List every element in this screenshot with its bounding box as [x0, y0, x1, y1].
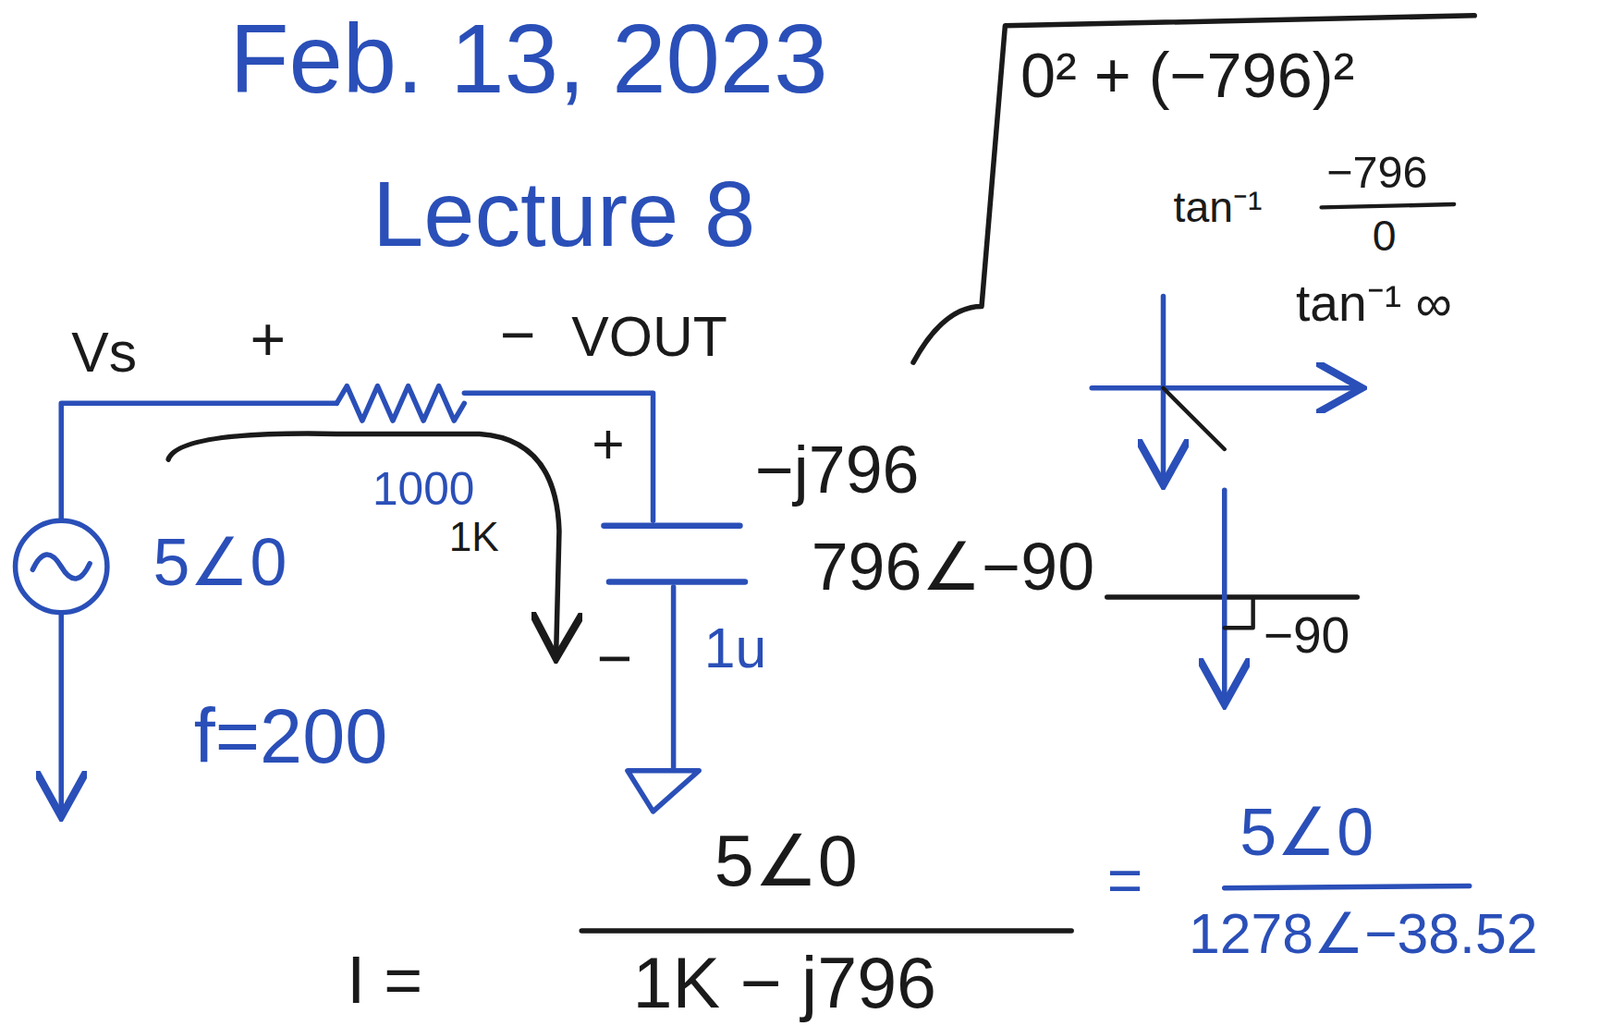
note-text: + — [249, 305, 286, 374]
wire — [671, 586, 677, 768]
note-text: 796∠−90 — [811, 530, 1095, 604]
note-text: −796 — [1326, 147, 1428, 197]
sine-wave — [32, 554, 90, 579]
right-angle-mark — [1224, 598, 1254, 628]
ground-symbol — [627, 770, 699, 812]
fraction-bar — [581, 928, 1072, 934]
note-text: 0 — [1372, 212, 1397, 260]
note-text: 5∠0 — [153, 525, 288, 599]
note-text: f=200 — [194, 694, 388, 779]
note-text: tan⁻¹ — [1173, 183, 1263, 232]
note-text: = — [1107, 846, 1144, 915]
wire — [464, 392, 653, 521]
wire — [58, 612, 64, 812]
note-text: − — [597, 624, 634, 693]
note-text: Vs — [71, 321, 137, 384]
resistor-symbol — [336, 386, 465, 422]
axis-line — [1091, 385, 1357, 391]
note-text: + — [591, 413, 624, 476]
note-text: VOUT — [571, 305, 728, 368]
note-text: tan⁻¹ ∞ — [1295, 275, 1453, 332]
note-text: 1K − j796 — [632, 943, 937, 1023]
axis-line — [1221, 489, 1228, 699]
fraction-bar — [1321, 204, 1455, 208]
capacitor-plate — [604, 522, 741, 529]
source-symbol — [15, 520, 108, 612]
note-text: 1K — [449, 514, 500, 561]
note-text: 5∠0 — [1239, 795, 1374, 869]
note-text: I = — [346, 943, 423, 1017]
note-text: 0² + (−796)² — [1020, 40, 1355, 110]
note-text: Lecture 8 — [372, 163, 756, 265]
note-text: Feb. 13, 2023 — [229, 5, 828, 112]
note-text: −j796 — [755, 433, 920, 507]
note-text: 1000 — [372, 464, 475, 515]
axis-line — [1107, 594, 1357, 600]
note-text: 1278∠−38.52 — [1188, 903, 1538, 965]
capacitor-plate — [609, 578, 746, 586]
wire — [61, 403, 337, 521]
note-text: 5∠0 — [714, 821, 858, 901]
angle-line — [1163, 388, 1225, 450]
note-text: 1u — [704, 617, 768, 680]
fraction-bar — [1224, 885, 1470, 888]
radical-sign — [913, 15, 1475, 363]
note-text: − — [500, 301, 537, 369]
note-text: −90 — [1263, 607, 1351, 664]
